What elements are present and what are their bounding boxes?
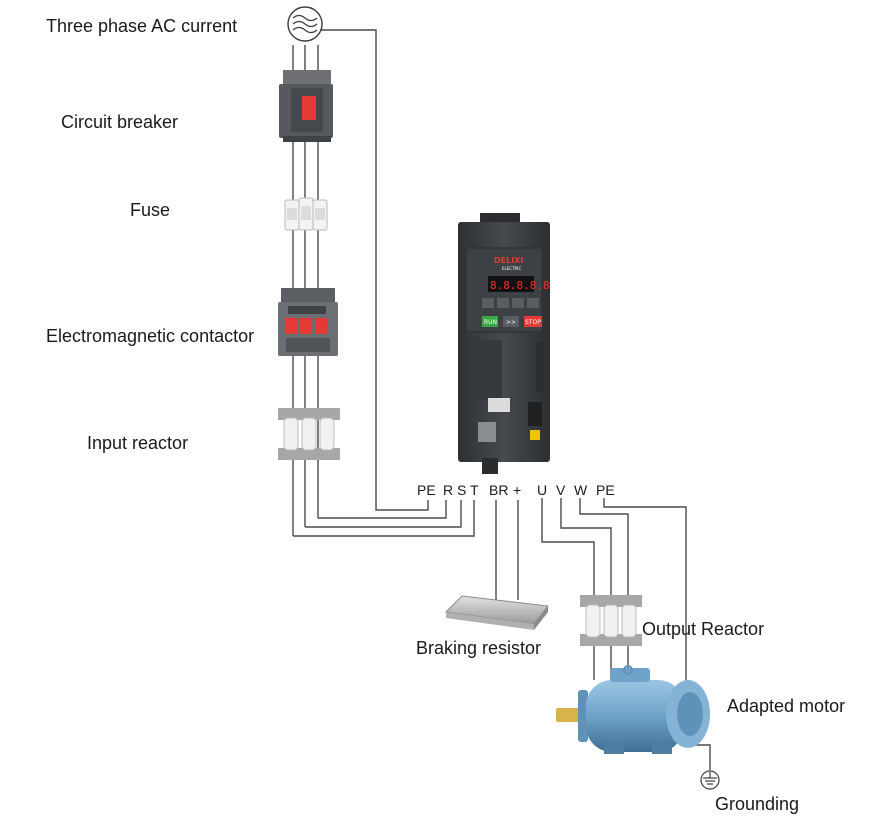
ground-icon: [700, 770, 720, 790]
terminal-br: BR: [489, 482, 508, 498]
contactor: [278, 288, 338, 356]
label-output-reactor: Output Reactor: [642, 619, 764, 639]
t-wire: [293, 500, 475, 537]
braking-resistor: [444, 595, 549, 630]
terminal-v: V: [556, 482, 566, 498]
vfd-display: 8.8.8.8.8: [490, 279, 550, 292]
label-circuit-breaker: Circuit breaker: [61, 112, 178, 132]
output-reactor: [580, 595, 642, 646]
terminal-w: W: [574, 482, 588, 498]
fuse-set: [284, 197, 328, 231]
label-contactor: Electromagnetic contactor: [46, 326, 254, 346]
frequency-inverter: DELIXI ELECTRIC 8.8.8.8.8 RUN >> STOP: [458, 213, 550, 474]
vfd-brand: DELIXI: [494, 256, 523, 265]
label-ac-source: Three phase AC current: [46, 16, 237, 36]
breaker-handle: [302, 96, 316, 120]
run-button: [482, 316, 498, 327]
vfd-subbrand: ELECTRIC: [502, 266, 521, 271]
stop-label: STOP: [525, 319, 541, 326]
w-wire: [579, 498, 629, 680]
label-fuse: Fuse: [130, 200, 170, 220]
key-mod: [482, 298, 494, 308]
stop-button: [524, 316, 542, 327]
label-braking-resistor: Braking resistor: [416, 638, 541, 658]
label-motor: Adapted motor: [727, 696, 845, 716]
u-wire: [541, 498, 595, 680]
s-wire: [305, 500, 462, 528]
ac-source-symbol: [287, 6, 323, 42]
label-input-reactor: Input reactor: [87, 433, 188, 453]
terminal-t: T: [470, 482, 479, 498]
terminal-r: R: [443, 482, 453, 498]
terminal-s: S: [457, 482, 466, 498]
shift-button: [503, 316, 519, 327]
label-grounding: Grounding: [715, 794, 799, 814]
pe-output-wire: [603, 498, 687, 686]
key-up: [512, 298, 524, 308]
pe-input-wire: [318, 29, 429, 511]
r-wire: [318, 500, 447, 519]
terminal-pe-input: PE: [417, 482, 436, 498]
v-wire: [560, 498, 612, 680]
shift-label: >>: [506, 319, 516, 326]
run-label: RUN: [484, 319, 497, 326]
terminal-pe-output: PE: [596, 482, 615, 498]
ground-wire: [680, 744, 711, 770]
motor: [556, 665, 710, 754]
terminal-plus: +: [513, 482, 521, 498]
circuit-breaker: [279, 70, 333, 142]
key-ent: [527, 298, 539, 308]
terminal-u: U: [537, 482, 547, 498]
key-down: [497, 298, 509, 308]
input-reactor: [278, 408, 340, 460]
